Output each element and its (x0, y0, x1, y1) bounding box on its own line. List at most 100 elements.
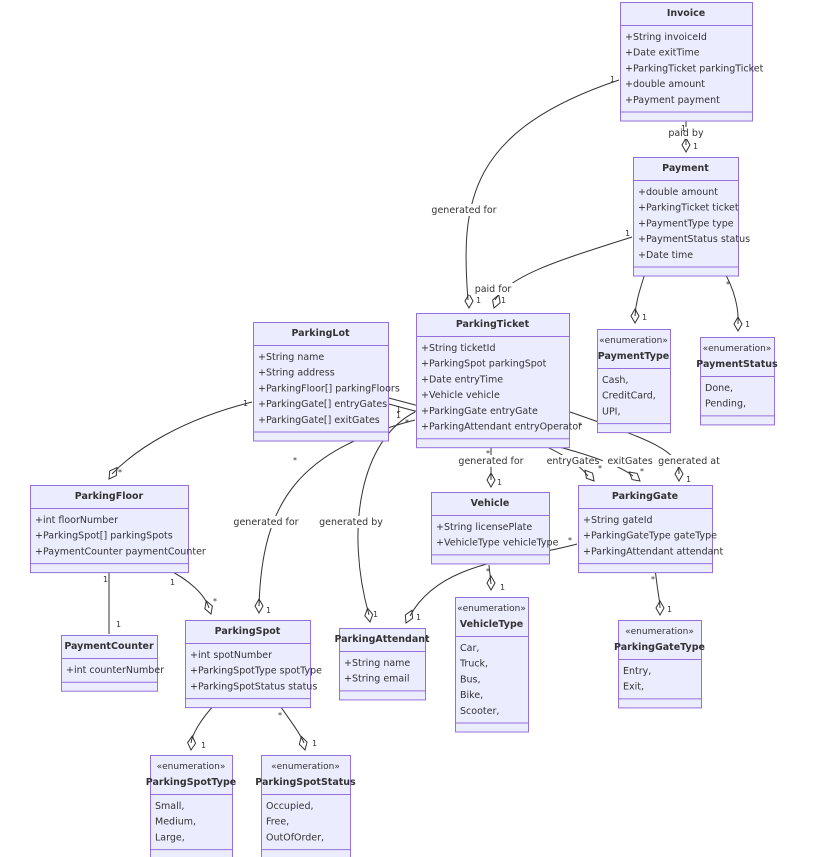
class-member: +ParkingTicket ticket (638, 203, 739, 214)
class-member: +int spotNumber (190, 650, 272, 661)
class-member: Truck, (459, 659, 488, 670)
relation-ticket-gate: generated at*1 (569, 411, 725, 484)
class-payment-type: «enumeration»PaymentTypeCash,CreditCard,… (597, 329, 671, 434)
class-parking-floor: ParkingFloor+int floorNumber+ParkingSpot… (30, 485, 206, 574)
class-parking-lot: ParkingLot+String name+String address+Pa… (253, 322, 400, 442)
composition-diamond-icon (584, 469, 595, 482)
class-stereotype: «enumeration» (625, 627, 694, 637)
class-parking-spot-type: «enumeration»ParkingSpotTypeSmall,Medium… (146, 755, 236, 857)
composition-diamond-icon (204, 599, 213, 615)
cardinality-from: 1 (625, 229, 630, 238)
class-member: Large, (155, 832, 185, 843)
class-name: PaymentCounter (64, 641, 154, 652)
class-member: +VehicleType vehicleType (436, 538, 559, 549)
relation-line (190, 702, 217, 744)
cardinality-to: 1 (266, 606, 271, 615)
cardinality-to: * (598, 464, 602, 473)
relation-line (111, 401, 253, 475)
cardinality-from: * (578, 421, 582, 430)
cardinality-to: 1 (201, 741, 206, 750)
class-member: CreditCard, (602, 391, 656, 402)
class-member: +String name (344, 658, 410, 669)
class-member: +PaymentType type (638, 218, 734, 229)
class-parking-spot-status: «enumeration»ParkingSpotStatusOccupied,F… (255, 755, 356, 857)
relation-spot-type: *1 (187, 701, 217, 752)
class-name: ParkingSpot (215, 626, 281, 637)
relation-label-background (664, 127, 708, 139)
relation-gate-attendant: *1 (404, 536, 578, 624)
class-member: +ParkingAttendant entryOperator (421, 422, 582, 433)
cardinality-from: * (486, 567, 490, 576)
class-name: ParkingGateType (614, 642, 705, 653)
relation-label: exitGates (607, 456, 652, 467)
relation-label-background (452, 455, 530, 467)
class-name: ParkingAttendant (334, 634, 430, 645)
class-member: +PaymentStatus status (638, 234, 750, 245)
class-member: +String name (258, 352, 324, 363)
cardinality-from: * (651, 575, 655, 584)
class-member: Cash, (602, 375, 628, 386)
relation-label: generated by (319, 517, 383, 528)
class-member: Pending, (705, 399, 746, 410)
aggregation-diamond-icon (187, 735, 197, 752)
cardinality-from: * (405, 418, 409, 427)
aggregation-diamond-icon (733, 315, 743, 333)
class-name: ParkingSpotType (146, 777, 236, 788)
aggregation-diamond-icon (364, 607, 374, 623)
class-box (455, 597, 529, 733)
relation-line (465, 79, 620, 301)
class-stereotype: «enumeration» (599, 336, 668, 346)
class-stereotype: «enumeration» (457, 604, 526, 614)
relation-ticket-attendant: generated by * 1 (315, 411, 416, 623)
class-payment-counter: PaymentCounter+int counterNumber (61, 635, 164, 692)
cardinality-to: 1 (501, 296, 506, 305)
relation-label: paid for (475, 284, 512, 295)
cardinality-to: 1 (693, 142, 698, 151)
cardinality-from: 1 (681, 124, 686, 133)
aggregation-diamond-icon (486, 574, 496, 592)
cardinality-to: 1 (686, 475, 691, 484)
class-member: OutOfOrder, (266, 832, 324, 843)
class-box (253, 322, 389, 442)
class-member: Done, (705, 383, 733, 394)
cardinality-from: 1 (396, 411, 401, 420)
class-member: +ParkingGateType gateType (583, 531, 717, 542)
cardinality-to: 1 (416, 613, 421, 622)
class-member: Entry, (623, 666, 651, 677)
class-name: Payment (662, 163, 709, 174)
class-name: ParkingFloor (75, 491, 144, 502)
class-box (597, 329, 671, 434)
class-member: +ParkingGate[] entryGates (258, 399, 387, 410)
cardinality-from: 1 (170, 578, 175, 587)
class-member: +int floorNumber (35, 515, 118, 526)
class-parking-spot: ParkingSpot+int spotNumber+ParkingSpotTy… (185, 620, 322, 709)
cardinality-from: 1 (243, 399, 248, 408)
cardinality-to: 1 (500, 583, 505, 592)
relation-label-background (468, 283, 518, 295)
class-member: +PaymentCounter paymentCounter (35, 546, 206, 557)
relation-label-background (425, 204, 503, 216)
class-member: +ParkingTicket parkingTicket (625, 63, 764, 74)
class-member: +ParkingSpot parkingSpot (421, 359, 547, 370)
relation-label: generated for (458, 456, 523, 467)
cardinality-from: * (726, 280, 730, 289)
relation-label-background (227, 516, 305, 528)
relation-lot-floor: 1* (108, 399, 253, 480)
relation-gate-type: *1 (651, 566, 672, 617)
cardinality-from: 1 (610, 75, 615, 84)
class-stereotype: «enumeration» (157, 762, 226, 772)
class-box (618, 620, 702, 709)
aggregation-diamond-icon (404, 609, 414, 624)
class-member: +ParkingGate entryGate (421, 406, 538, 417)
class-box (633, 157, 739, 277)
cardinality-to: 1 (667, 605, 672, 614)
cardinality-to: 1 (497, 478, 502, 487)
class-parking-ticket: ParkingTicket+String ticketId+ParkingSpo… (416, 313, 582, 449)
cardinality-from: 1 (396, 405, 401, 414)
class-member: +Date exitTime (625, 48, 700, 59)
